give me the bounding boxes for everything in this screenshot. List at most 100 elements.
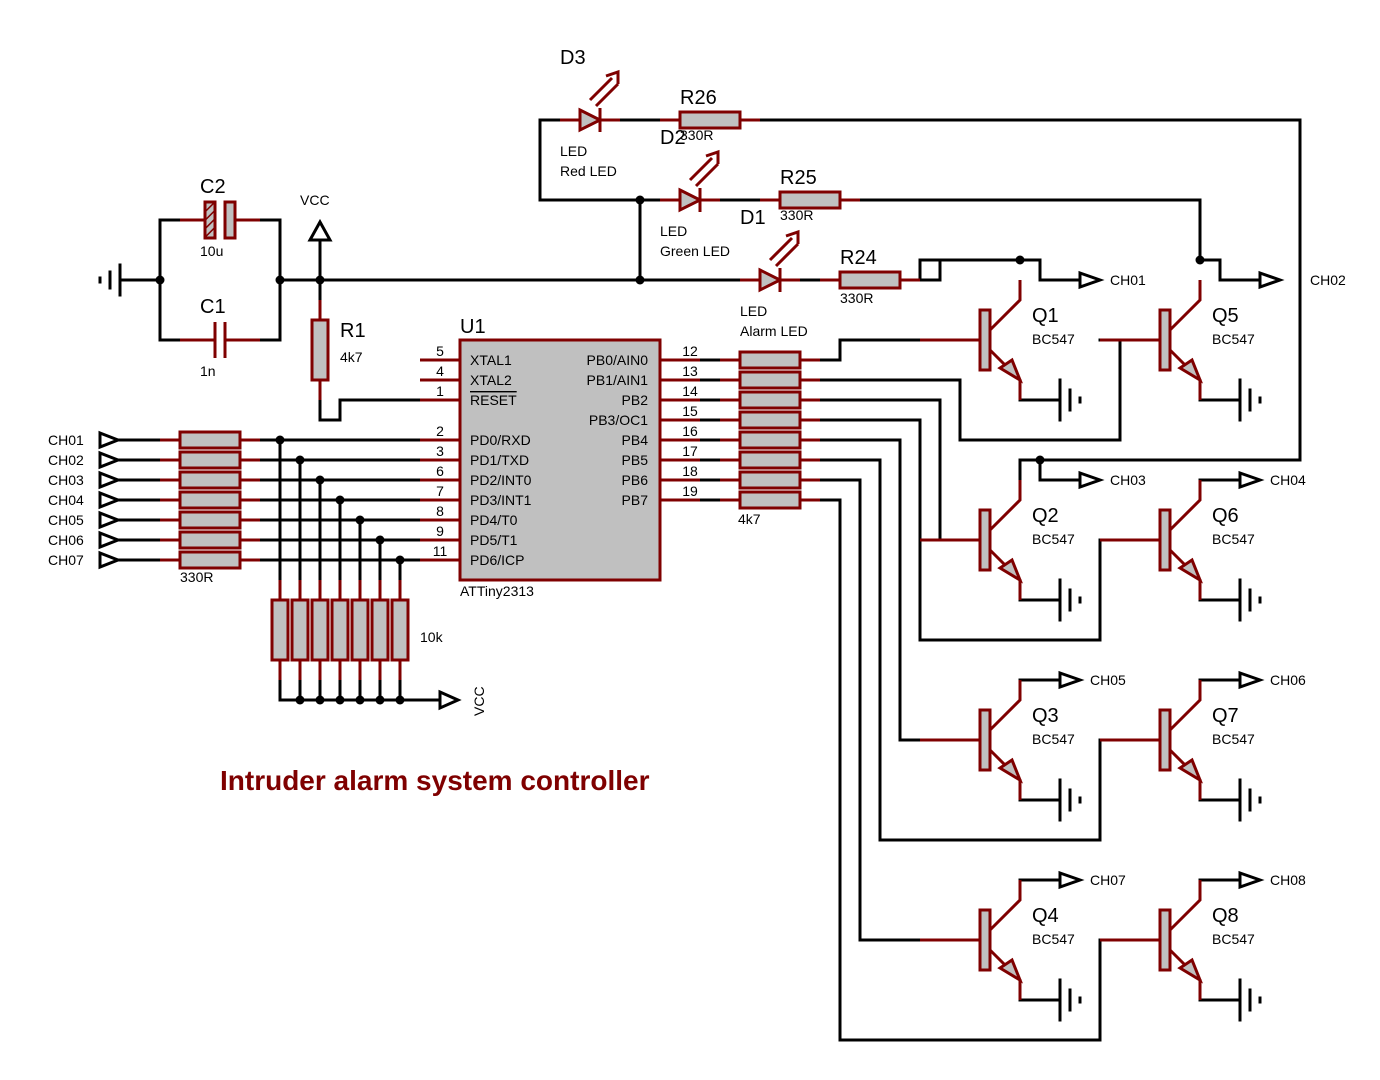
collector-lead bbox=[988, 680, 1022, 732]
base-resistor bbox=[738, 410, 802, 430]
collector-lead bbox=[1168, 880, 1202, 932]
input-label-CH07: CH07 bbox=[48, 552, 84, 568]
light-arrow-icon bbox=[774, 242, 800, 268]
input-series-resistor bbox=[178, 450, 242, 470]
light-arrow-icon bbox=[785, 229, 800, 244]
wire bbox=[278, 258, 1022, 282]
light-arrow-icon bbox=[705, 149, 720, 164]
pullup-resistor bbox=[310, 598, 330, 662]
input-label-CH01: CH01 bbox=[48, 432, 84, 448]
transistor-part-7: BC547 bbox=[1212, 931, 1255, 947]
wires bbox=[98, 118, 1302, 1042]
transistor-body bbox=[978, 708, 992, 772]
schematic-title: Intruder alarm system controller bbox=[220, 765, 650, 796]
mcu-pin-name: XTAL2 bbox=[470, 372, 512, 388]
transistor-ref-4: Q3 bbox=[1032, 705, 1059, 727]
mcu-pin-name: XTAL1 bbox=[470, 352, 512, 368]
mcu-ref: U1 bbox=[460, 316, 486, 338]
mcu-pin-name: PD4/T0 bbox=[470, 512, 518, 528]
wire bbox=[1018, 258, 1082, 282]
port-arrow-icon bbox=[1238, 470, 1265, 490]
transistor-ref-7: Q8 bbox=[1212, 905, 1239, 927]
transistor-ref-2: Q2 bbox=[1032, 505, 1059, 527]
collector-lead bbox=[988, 480, 1022, 532]
r25-value: 330R bbox=[780, 207, 813, 223]
transistor-body bbox=[1158, 308, 1172, 372]
mcu-pin-num: 5 bbox=[436, 343, 444, 359]
wire bbox=[818, 478, 922, 942]
wire bbox=[818, 458, 1102, 842]
input-series-resistor bbox=[178, 550, 242, 570]
input-series-resistor bbox=[178, 530, 242, 550]
r26-ref: R26 bbox=[680, 87, 717, 109]
output-label-CH01: CH01 bbox=[1110, 272, 1146, 288]
base-resistor-value: 4k7 bbox=[738, 511, 761, 527]
input-port-icon bbox=[98, 450, 123, 470]
transistor-ref-6: Q4 bbox=[1032, 905, 1059, 927]
mcu-part: ATTiny2313 bbox=[460, 583, 534, 599]
transistor-body bbox=[978, 908, 992, 972]
mcu-pin-num: 19 bbox=[682, 483, 698, 499]
junction-dot bbox=[635, 195, 645, 205]
led-icon bbox=[758, 267, 784, 293]
led-ref-1: D2 bbox=[660, 127, 686, 149]
emitter-arrow-icon bbox=[997, 357, 1024, 384]
transistor-body bbox=[978, 308, 992, 372]
base-resistor bbox=[738, 430, 802, 450]
mcu-pin-name: PD6/ICP bbox=[470, 552, 524, 568]
mcu-pin-name: PD3/INT1 bbox=[470, 492, 532, 508]
input-port-icon bbox=[98, 430, 123, 450]
output-label-CH04: CH04 bbox=[1270, 472, 1306, 488]
port-arrow-icon bbox=[1238, 670, 1265, 690]
led-type-0: LED bbox=[560, 143, 587, 159]
collector-lead bbox=[1168, 680, 1202, 732]
transistor-body bbox=[978, 508, 992, 572]
emitter-arrow-icon bbox=[1177, 757, 1204, 784]
mcu-pin-name: PD5/T1 bbox=[470, 532, 518, 548]
collector-lead bbox=[1168, 280, 1202, 332]
mcu-pin-num: 1 bbox=[436, 383, 444, 399]
wire bbox=[318, 398, 422, 422]
base-resistor bbox=[738, 470, 802, 490]
transistor-ref-1: Q5 bbox=[1212, 305, 1239, 327]
mcu-pin-num: 3 bbox=[436, 443, 444, 459]
mcu-pin-name: RESET bbox=[470, 392, 517, 408]
pullup-resistor bbox=[290, 598, 310, 662]
input-port-icon bbox=[98, 510, 123, 530]
pullup-resistor bbox=[330, 598, 350, 662]
collector-lead bbox=[988, 880, 1022, 932]
input-series-resistor bbox=[178, 470, 242, 490]
emitter-arrow-icon bbox=[1177, 357, 1204, 384]
input-label-CH06: CH06 bbox=[48, 532, 84, 548]
output-label-CH07: CH07 bbox=[1090, 872, 1126, 888]
mcu-pin-num: 12 bbox=[682, 343, 698, 359]
pullup-resistor bbox=[270, 598, 290, 662]
vcc-label: VCC bbox=[300, 192, 330, 208]
mcu-pin-num: 7 bbox=[436, 483, 444, 499]
port-arrow-icon bbox=[1058, 870, 1085, 890]
base-resistor bbox=[738, 370, 802, 390]
mcu-pin-num: 14 bbox=[682, 383, 698, 399]
c2-ref: C2 bbox=[200, 176, 226, 198]
r1-ref: R1 bbox=[340, 320, 366, 342]
emitter-arrow-icon bbox=[1177, 557, 1204, 584]
mcu-pin-num: 4 bbox=[436, 363, 444, 379]
pullup-resistor bbox=[370, 598, 390, 662]
pullup-supply-label: VCC bbox=[471, 686, 487, 716]
emitter-arrow-icon bbox=[997, 557, 1024, 584]
transistor-ref-0: Q1 bbox=[1032, 305, 1059, 327]
light-arrow-icon bbox=[694, 162, 720, 188]
wire bbox=[818, 438, 922, 742]
c2-value: 10u bbox=[200, 243, 223, 259]
wire bbox=[818, 418, 1102, 642]
led-type-1: LED bbox=[660, 223, 687, 239]
wire bbox=[1038, 458, 1082, 482]
input-label-CH03: CH03 bbox=[48, 472, 84, 488]
transistor-part-4: BC547 bbox=[1032, 731, 1075, 747]
vcc-port-icon bbox=[438, 689, 462, 711]
mcu-pin-num: 9 bbox=[436, 523, 444, 539]
wire bbox=[818, 338, 922, 362]
r1-value: 4k7 bbox=[340, 349, 363, 365]
wire bbox=[898, 258, 942, 282]
mcu-pin-name: PB3/OC1 bbox=[589, 412, 648, 428]
